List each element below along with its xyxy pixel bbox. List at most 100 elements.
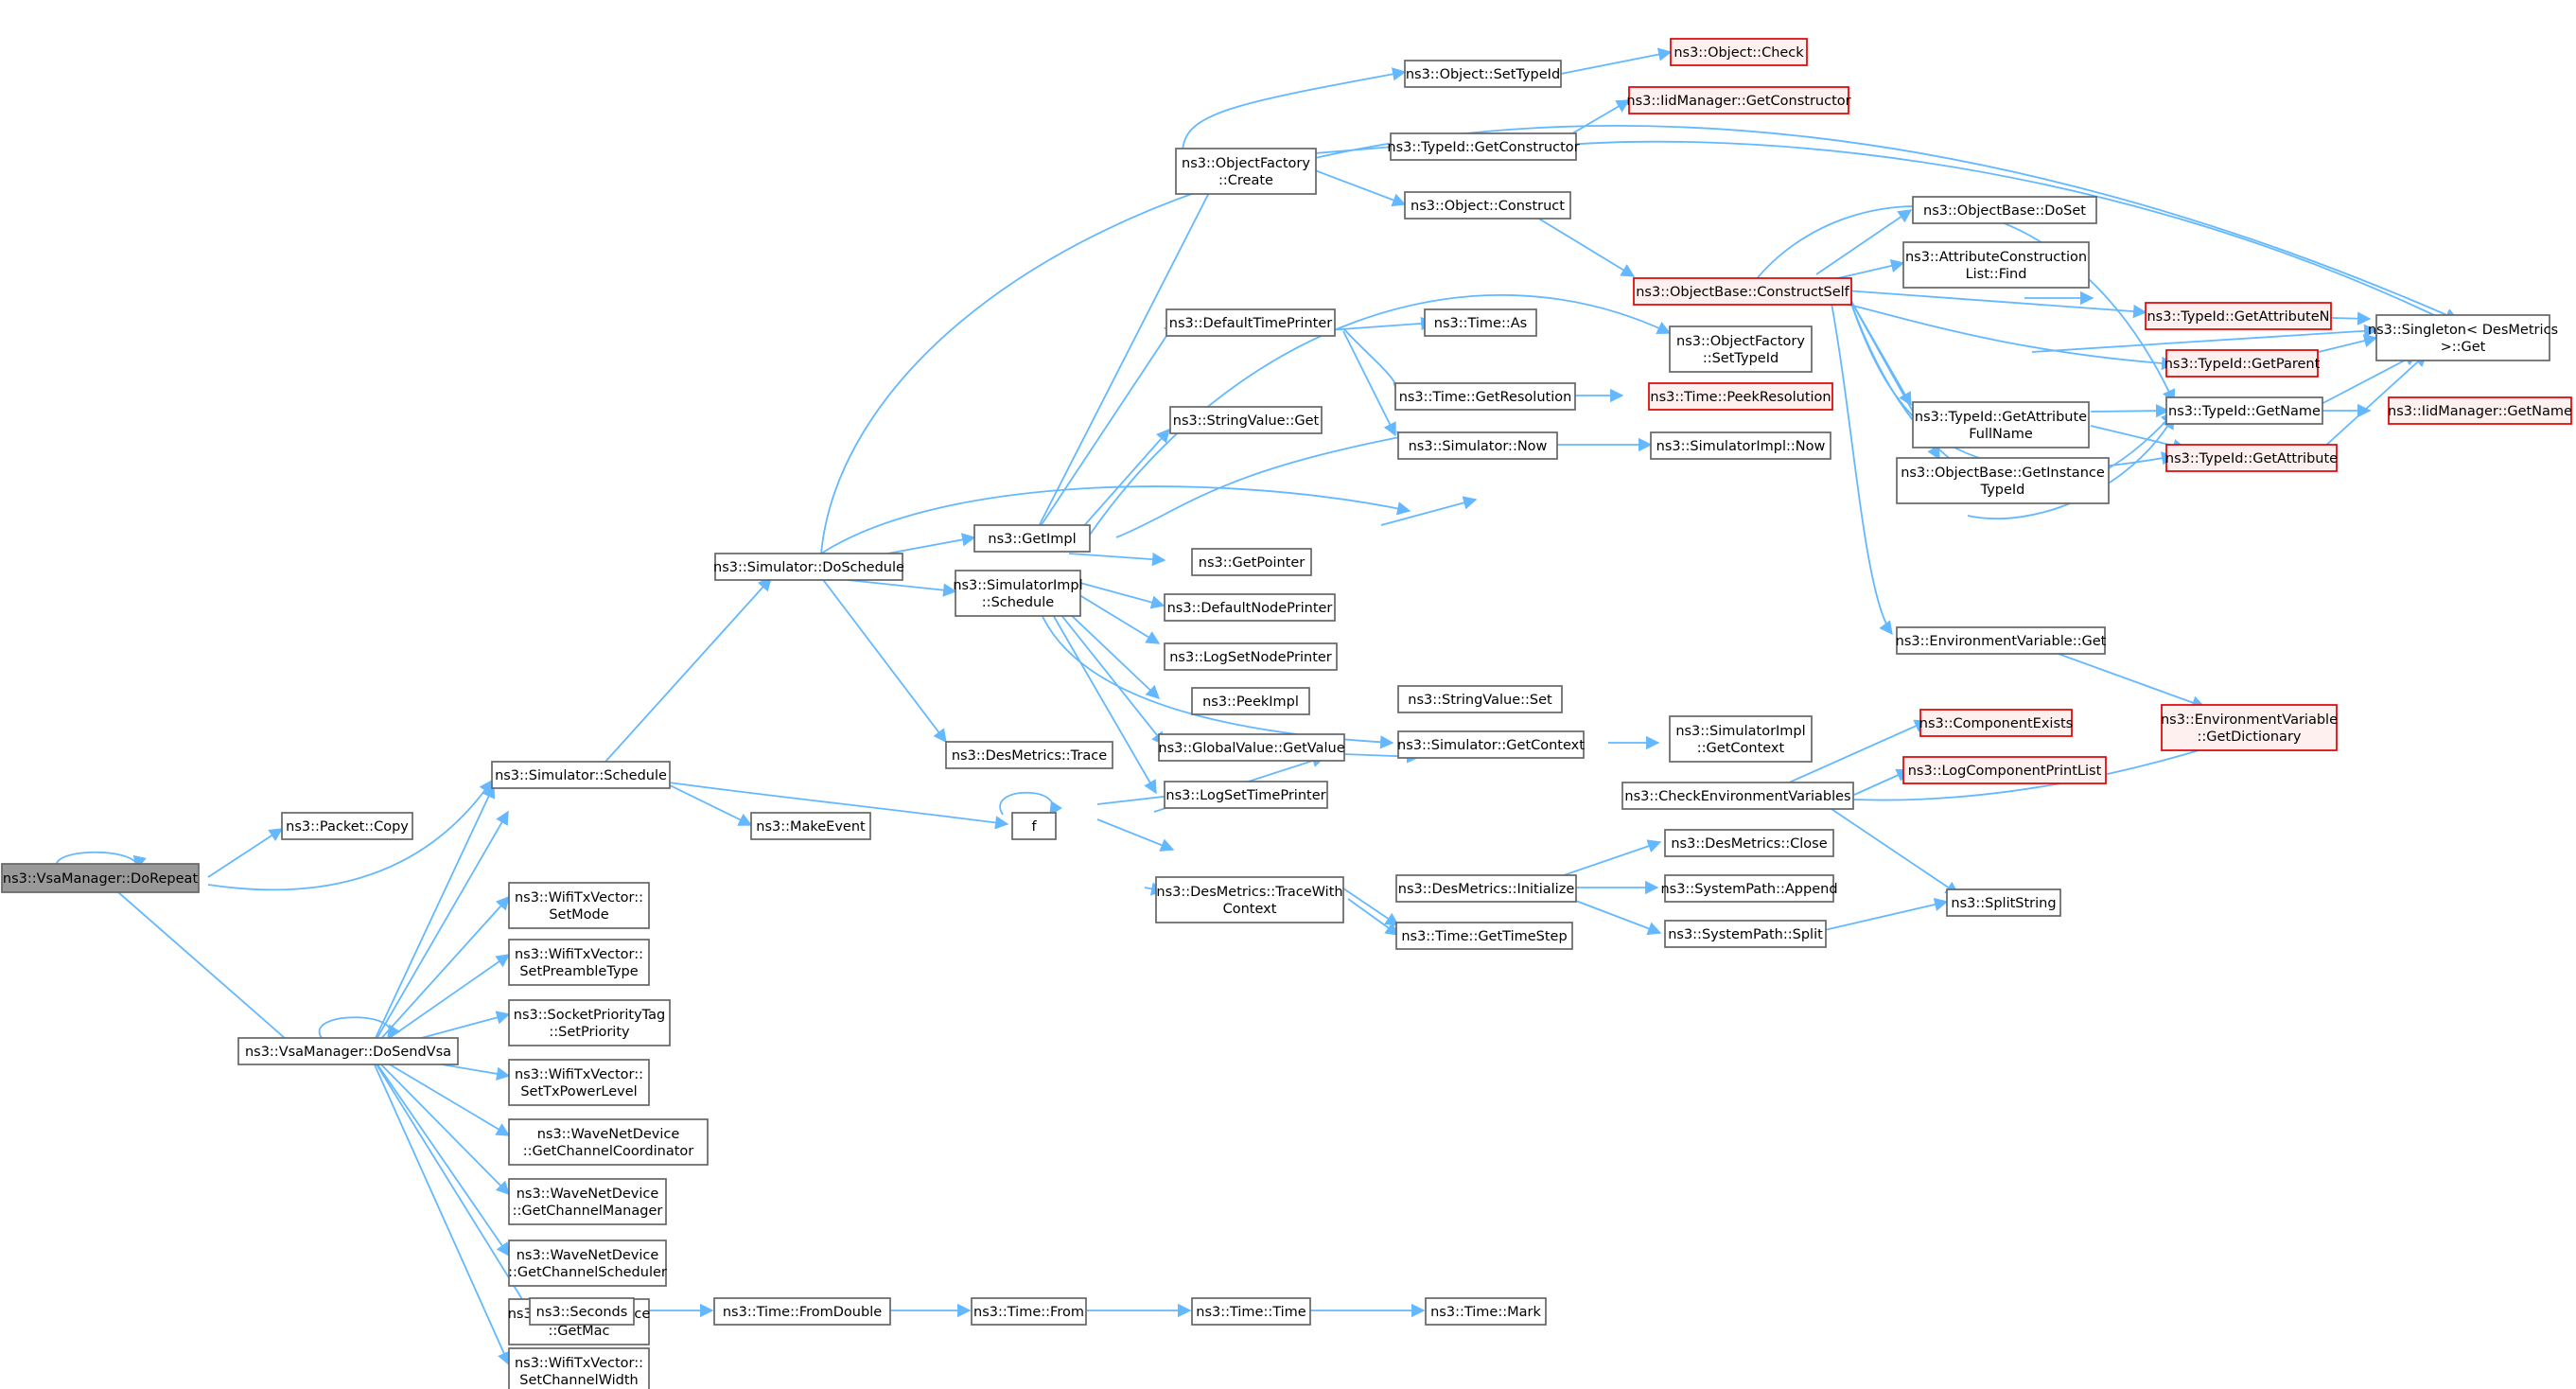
node-getimpl[interactable]: ns3::GetImpl xyxy=(973,524,1091,553)
node-strvalset[interactable]: ns3::StringValue::Set xyxy=(1397,685,1563,713)
node-envgetdict[interactable]: ns3::EnvironmentVariable::GetDictionary xyxy=(2161,704,2338,751)
node-getchmgr[interactable]: ns3::WaveNetDevice::GetChannelManager xyxy=(508,1178,667,1225)
node-schedule[interactable]: ns3::Simulator::Schedule xyxy=(491,761,671,789)
node-dorepeat[interactable]: ns3::VsaManager::DoRepeat xyxy=(1,863,200,893)
node-typeidgetname[interactable]: ns3::TypeId::GetName xyxy=(2165,396,2323,425)
node-splitstring[interactable]: ns3::SplitString xyxy=(1946,888,2061,917)
node-simimplnow[interactable]: ns3::SimulatorImpl::Now xyxy=(1650,431,1831,460)
node-gvgetvalue[interactable]: ns3::GlobalValue::GetValue xyxy=(1158,733,1345,762)
node-timegetstep[interactable]: ns3::Time::GetTimeStep xyxy=(1395,922,1573,950)
node-peekimpl[interactable]: ns3::PeekImpl xyxy=(1191,687,1310,715)
node-label: SetTxPowerLevel xyxy=(520,1084,637,1099)
edge xyxy=(1560,47,1673,75)
node-objcheck[interactable]: ns3::Object::Check xyxy=(1670,38,1808,66)
node-timefrom[interactable]: ns3::Time::From xyxy=(971,1297,1087,1326)
node-f[interactable]: f xyxy=(1011,812,1057,840)
node-box xyxy=(1164,593,1336,622)
node-label: ns3::WaveNetDevice xyxy=(517,1248,659,1263)
node-objsettypeid[interactable]: ns3::Object::SetTypeId xyxy=(1404,60,1562,88)
node-syssplit[interactable]: ns3::SystemPath::Split xyxy=(1664,920,1827,948)
node-setpreamble[interactable]: ns3::WifiTxVector::SetPreambleType xyxy=(508,939,650,986)
node-singletonget[interactable]: ns3::Singleton< DesMetrics>::Get xyxy=(2368,314,2558,361)
node-envvarget[interactable]: ns3::EnvironmentVariable::Get xyxy=(1896,626,2107,655)
node-desmclose[interactable]: ns3::DesMetrics::Close xyxy=(1664,829,1834,857)
node-dosendvsa[interactable]: ns3::VsaManager::DoSendVsa xyxy=(237,1037,459,1065)
node-objfsettypeid[interactable]: ns3::ObjectFactory::SetTypeId xyxy=(1669,325,1813,373)
node-label: ns3::WaveNetDevice xyxy=(517,1187,659,1202)
node-desminit[interactable]: ns3::DesMetrics::Initialize xyxy=(1395,874,1577,903)
node-setmode[interactable]: ns3::WifiTxVector::SetMode xyxy=(508,882,650,929)
node-label: ns3::AttributeConstruction xyxy=(1905,250,2087,265)
node-logsetnp[interactable]: ns3::LogSetNodePrinter xyxy=(1164,642,1338,671)
node-box xyxy=(281,812,413,840)
node-box xyxy=(508,1240,667,1287)
node-box xyxy=(1191,687,1310,715)
node-box xyxy=(2165,396,2323,425)
node-getattrn[interactable]: ns3::TypeId::GetAttributeN xyxy=(2145,302,2332,330)
node-getchsched[interactable]: ns3::WaveNetDevice::GetChannelScheduler xyxy=(508,1240,667,1287)
node-label: ns3::Packet::Copy xyxy=(286,819,409,835)
node-seconds[interactable]: ns3::Seconds xyxy=(529,1297,635,1326)
node-label: ns3::SimulatorImpl xyxy=(1675,724,1805,739)
node-settxpower[interactable]: ns3::WifiTxVector::SetTxPowerLevel xyxy=(508,1059,650,1106)
node-objbasedoset[interactable]: ns3::ObjectBase::DoSet xyxy=(1912,196,2097,224)
node-box xyxy=(1191,548,1312,576)
node-peekres[interactable]: ns3::Time::PeekResolution xyxy=(1648,382,1833,411)
node-constructself[interactable]: ns3::ObjectBase::ConstructSelf xyxy=(1633,277,1852,306)
node-simimplsched[interactable]: ns3::SimulatorImpl::Schedule xyxy=(953,570,1083,617)
node-logsettp[interactable]: ns3::LogSetTimePrinter xyxy=(1164,781,1328,809)
node-objconstruct[interactable]: ns3::Object::Construct xyxy=(1404,191,1571,220)
node-fromdouble[interactable]: ns3::Time::FromDouble xyxy=(713,1297,891,1326)
node-label: ns3::Time::GetTimeStep xyxy=(1401,929,1567,944)
node-packetcopy[interactable]: ns3::Packet::Copy xyxy=(281,812,413,840)
node-checkenv[interactable]: ns3::CheckEnvironmentVariables xyxy=(1621,782,1854,810)
node-simnow[interactable]: ns3::Simulator::Now xyxy=(1397,431,1558,460)
node-getpointer[interactable]: ns3::GetPointer xyxy=(1191,548,1312,576)
node-typeidgetctor[interactable]: ns3::TypeId::GetConstructor xyxy=(1387,132,1580,161)
node-label: ns3::WaveNetDevice xyxy=(537,1127,680,1142)
node-label: ns3::Time::Mark xyxy=(1430,1305,1541,1320)
node-defaultnp[interactable]: ns3::DefaultNodePrinter xyxy=(1164,593,1336,622)
node-makeevent[interactable]: ns3::MakeEvent xyxy=(750,812,871,840)
node-label: ns3::Simulator::GetContext xyxy=(1397,738,1585,753)
node-simimplgetctx[interactable]: ns3::SimulatorImpl::GetContext xyxy=(1669,715,1813,763)
node-desmtrace[interactable]: ns3::DesMetrics::Trace xyxy=(945,741,1113,769)
node-objfcreate[interactable]: ns3::ObjectFactory::Create xyxy=(1175,148,1317,195)
node-setpriority[interactable]: ns3::SocketPriorityTag::SetPriority xyxy=(508,999,671,1046)
node-getchcoord[interactable]: ns3::WaveNetDevice::GetChannelCoordinato… xyxy=(508,1118,709,1166)
node-label: ns3::WifiTxVector:: xyxy=(515,890,643,905)
edge xyxy=(117,891,303,1053)
node-iidgetname[interactable]: ns3::IidManager::GetName xyxy=(2388,396,2572,425)
node-getparent[interactable]: ns3::TypeId::GetParent xyxy=(2164,349,2321,378)
node-timemark[interactable]: ns3::Time::Mark xyxy=(1425,1297,1547,1326)
node-doschedule[interactable]: ns3::Simulator::DoSchedule xyxy=(713,553,904,581)
node-sysappend[interactable]: ns3::SystemPath::Append xyxy=(1660,874,1838,903)
node-box xyxy=(1425,1297,1547,1326)
node-setchwidth[interactable]: ns3::WifiTxVector::SetChannelWidth xyxy=(508,1347,650,1389)
node-iidgetctor[interactable]: ns3::IidManager::GetConstructor xyxy=(1626,86,1851,114)
node-label: ns3::Time::PeekResolution xyxy=(1650,390,1831,405)
node-compexists[interactable]: ns3::ComponentExists xyxy=(1919,709,2074,737)
node-label: ns3::Time::From xyxy=(973,1305,1084,1320)
node-timeas[interactable]: ns3::Time::As xyxy=(1424,308,1537,337)
node-label: ::GetMac xyxy=(549,1324,610,1339)
node-getattribute[interactable]: ns3::TypeId::GetAttribute xyxy=(2165,444,2338,472)
node-timegetres[interactable]: ns3::Time::GetResolution xyxy=(1394,382,1576,411)
edge xyxy=(318,1016,401,1040)
node-box xyxy=(1,863,200,893)
node-box xyxy=(508,1118,709,1166)
node-box xyxy=(1946,888,2061,917)
node-label: ::Create xyxy=(1218,173,1273,188)
node-logcompprint[interactable]: ns3::LogComponentPrintList xyxy=(1902,756,2107,784)
node-label: ns3::TypeId::GetConstructor xyxy=(1387,140,1579,155)
node-label: ns3::MakeEvent xyxy=(756,819,866,835)
node-strvalget[interactable]: ns3::StringValue::Get xyxy=(1169,406,1323,434)
node-timetime[interactable]: ns3::Time::Time xyxy=(1191,1297,1311,1326)
node-defaulttp[interactable]: ns3::DefaultTimePrinter xyxy=(1165,308,1336,337)
node-label: ns3::EnvironmentVariable xyxy=(2161,712,2338,728)
node-simgetctx[interactable]: ns3::Simulator::GetContext xyxy=(1397,730,1585,759)
